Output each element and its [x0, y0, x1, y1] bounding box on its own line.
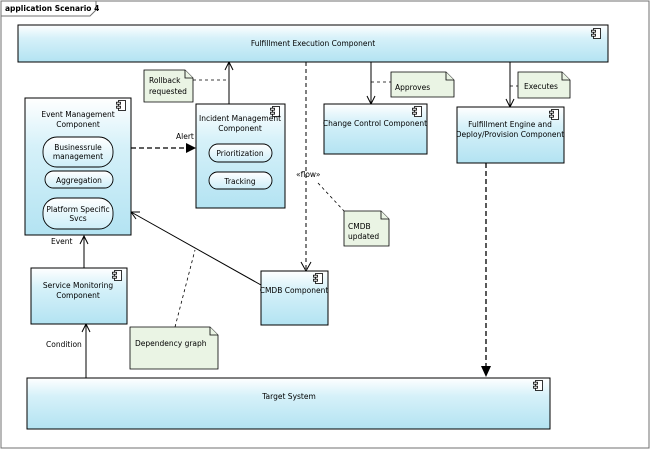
fulfillment-execution-label: Fulfillment Execution Component	[251, 39, 375, 48]
tracking-label: Tracking	[223, 177, 255, 186]
note-rollback-line-2: requested	[149, 87, 187, 96]
note-cmdb-updated[interactable]: CMDB updated	[343, 210, 390, 247]
cmdb-component[interactable]: CMDB Component	[260, 270, 329, 326]
business-rule-label-1: Businessrule	[54, 143, 102, 152]
service-monitoring-label-2: Component	[56, 291, 100, 300]
connector-engine-to-target	[481, 163, 491, 377]
business-rule-part[interactable]: Businessrule management	[42, 136, 114, 168]
fulfillment-engine-label-2: Deploy/Provision Component	[456, 130, 565, 139]
event-management-label-1: Event Management	[41, 110, 114, 119]
cmdb-label: CMDB Component	[260, 286, 329, 295]
note-dependency-graph[interactable]: Dependency graph	[129, 326, 219, 370]
target-system-label: Target System	[261, 392, 316, 401]
incident-management-component[interactable]: Incident Management Component Prioritiza…	[195, 103, 286, 209]
fulfillment-engine-label-1: Fulfillment Engine and	[468, 120, 552, 129]
note-rollback-line-1: Rollback	[149, 76, 181, 85]
note-approves[interactable]: Approves	[390, 71, 455, 98]
note-executes-text: Executes	[524, 82, 558, 91]
connector-alert	[131, 143, 196, 153]
event-management-component[interactable]: Event Management Component Businessrule …	[24, 97, 132, 236]
target-system-component[interactable]: Target System	[26, 377, 551, 430]
fulfillment-execution-component[interactable]: Fulfillment Execution Component	[17, 24, 609, 63]
service-monitoring-component[interactable]: Service Monitoring Component	[30, 267, 128, 325]
note-rollback[interactable]: Rollback requested	[143, 69, 194, 103]
aggregation-part[interactable]: Aggregation	[44, 170, 114, 189]
incident-management-label-1: Incident Management	[199, 114, 281, 123]
tracking-part[interactable]: Tracking	[208, 171, 273, 190]
fulfillment-engine-component[interactable]: Fulfillment Engine and Deploy/Provision …	[456, 106, 565, 164]
service-monitoring-label-1: Service Monitoring	[43, 281, 113, 290]
connector-event	[79, 234, 89, 268]
event-label: Event	[51, 237, 73, 246]
event-management-label-2: Component	[56, 120, 100, 129]
business-rule-label-2: management	[53, 152, 103, 161]
change-control-label: Change Control Component	[323, 119, 427, 128]
prioritization-label: Prioritization	[216, 149, 263, 158]
note-dependency-graph-text: Dependency graph	[135, 339, 207, 348]
aggregation-label: Aggregation	[56, 176, 102, 185]
change-control-component[interactable]: Change Control Component	[323, 103, 428, 155]
frame-title: application Scenario 4	[5, 4, 99, 13]
note-approves-text: Approves	[395, 83, 430, 92]
note-executes[interactable]: Executes	[517, 71, 571, 99]
platform-specific-label-1: Platform Specific	[46, 205, 109, 214]
anchor-dependency-graph	[174, 249, 196, 328]
platform-specific-label-2: Svcs	[69, 214, 86, 223]
platform-specific-part[interactable]: Platform Specific Svcs	[42, 197, 114, 230]
flow-label: «flow»	[296, 170, 321, 179]
anchor-cmdb-updated	[317, 182, 345, 212]
alert-label: Alert	[176, 132, 194, 141]
note-cmdb-updated-line-2: updated	[348, 232, 379, 241]
prioritization-part[interactable]: Prioritization	[208, 143, 273, 163]
incident-management-label-2: Component	[218, 124, 262, 133]
note-cmdb-updated-line-1: CMDB	[348, 222, 371, 231]
condition-label: Condition	[46, 340, 82, 349]
